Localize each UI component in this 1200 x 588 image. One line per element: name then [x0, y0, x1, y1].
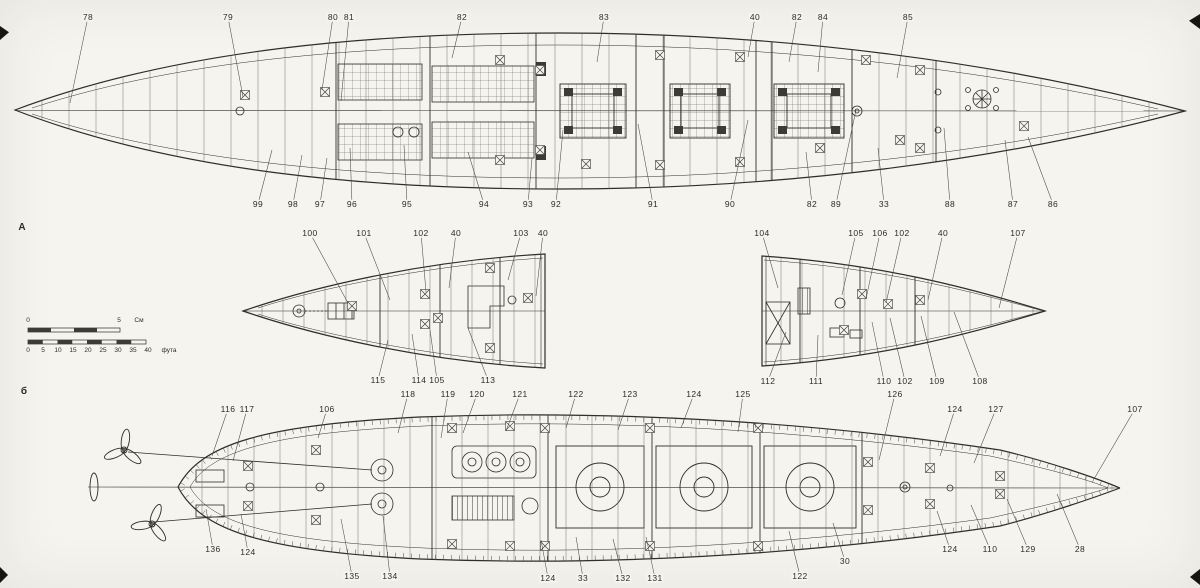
stern-fittings	[765, 287, 863, 345]
bulkhead-lines	[431, 414, 863, 562]
scan-corner-artifact	[0, 26, 9, 40]
scan-corner-artifact	[1189, 14, 1200, 29]
lower-deck-plan	[87, 414, 1121, 562]
propellers-and-rudder	[89, 428, 167, 542]
engine-skylights	[536, 62, 845, 160]
berth-grids	[337, 63, 535, 161]
hatch-covers	[243, 421, 1005, 551]
boiler-rooms	[555, 445, 857, 529]
leader-lines	[69, 16, 1136, 579]
frame-ticks	[180, 414, 1110, 489]
hatch-covers	[240, 50, 1029, 170]
scale-bars	[27, 327, 147, 345]
stern-platform-plan	[761, 255, 1048, 367]
hatch-covers	[839, 289, 925, 335]
hatch-covers	[347, 263, 533, 353]
upper-deck-plan	[13, 32, 1188, 190]
scan-corner-artifact	[0, 567, 8, 583]
bow-fittings	[292, 285, 517, 329]
capstan	[965, 87, 999, 111]
scan-corner-artifact	[1190, 569, 1200, 585]
deck-fittings	[235, 87, 999, 138]
machinery	[127, 445, 954, 523]
